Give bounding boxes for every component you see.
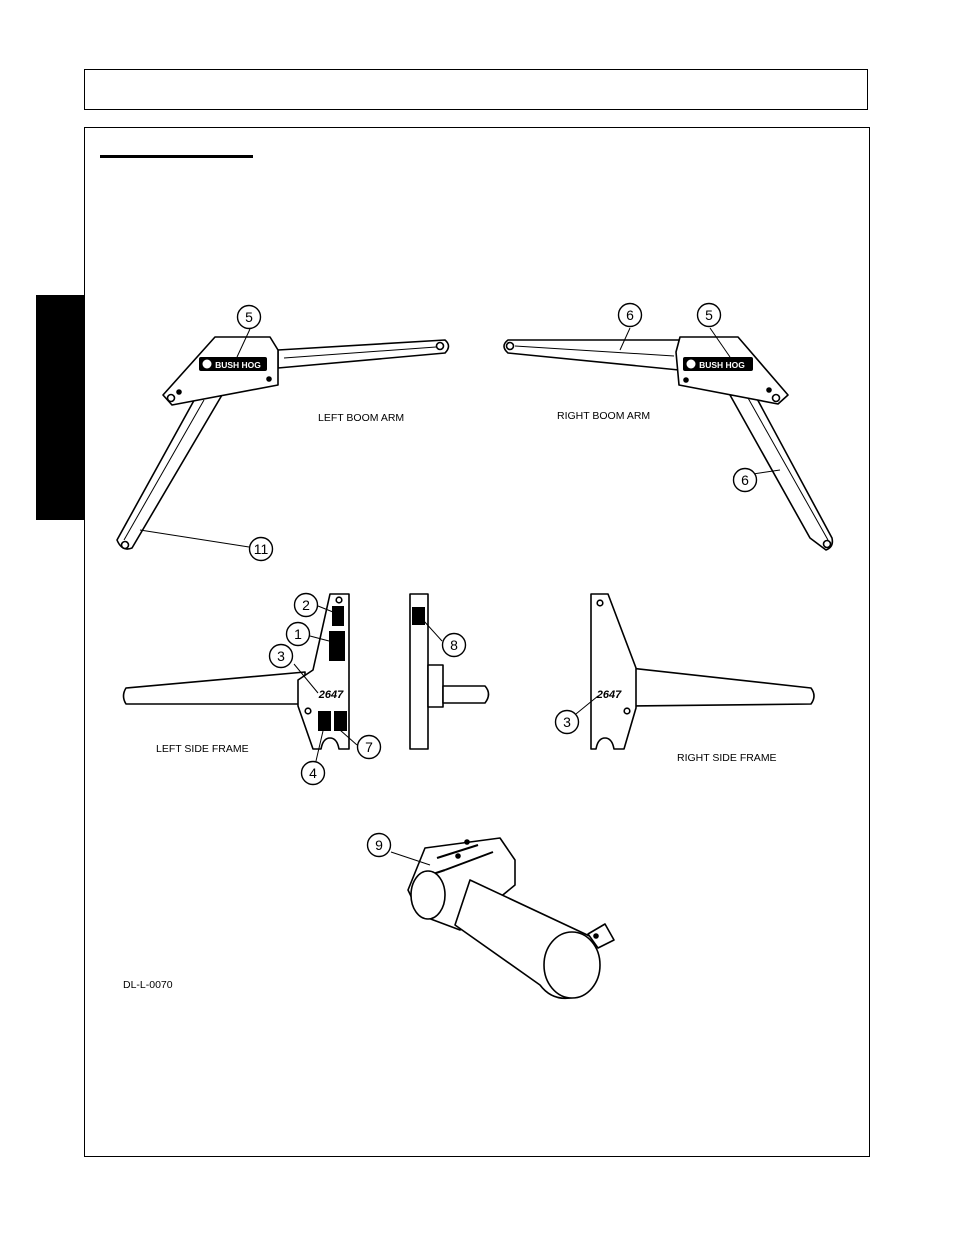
callout-4: 4 — [309, 765, 317, 781]
left-boom-arm: BUSH HOG — [116, 336, 450, 550]
label-right-boom-arm: RIGHT BOOM ARM — [557, 410, 650, 422]
callout-5-right: 5 — [705, 307, 713, 323]
left-frame-model-decal: 2647 — [318, 689, 344, 701]
right-boom-brand-decal: BUSH HOG — [699, 360, 745, 370]
section-tab — [36, 295, 84, 520]
callout-1: 1 — [294, 626, 302, 642]
right-frame-model-decal: 2647 — [596, 689, 622, 701]
callout-3-right: 3 — [563, 714, 571, 730]
callout-7: 7 — [365, 739, 373, 755]
callout-6-right-lower: 6 — [741, 472, 749, 488]
label-left-side-frame: LEFT SIDE FRAME — [156, 743, 249, 755]
callout-leaders — [139, 327, 781, 866]
title-underline — [100, 155, 253, 158]
label-left-boom-arm: LEFT BOOM ARM — [318, 412, 404, 424]
left-side-frame: 2647 — [122, 593, 350, 750]
label-drawing-id: DL-L-0070 — [123, 979, 173, 991]
label-right-side-frame: RIGHT SIDE FRAME — [677, 752, 777, 764]
content-box — [84, 127, 870, 1157]
callout-6-right-top: 6 — [626, 307, 634, 323]
callout-5-left: 5 — [245, 309, 253, 325]
header-box — [84, 69, 868, 110]
callout-9: 9 — [375, 837, 383, 853]
callout-2: 2 — [302, 597, 310, 613]
callout-11: 11 — [254, 541, 269, 557]
left-boom-brand-decal: BUSH HOG — [215, 360, 261, 370]
callout-bubbles — [236, 302, 758, 858]
callout-3-left: 3 — [277, 648, 285, 664]
side-frame-end-view — [409, 593, 490, 750]
hitch-tube-assembly — [407, 837, 615, 1000]
right-side-frame: 2647 — [590, 593, 815, 750]
right-boom-arm: BUSH HOG — [503, 336, 834, 551]
callout-8: 8 — [450, 637, 458, 653]
